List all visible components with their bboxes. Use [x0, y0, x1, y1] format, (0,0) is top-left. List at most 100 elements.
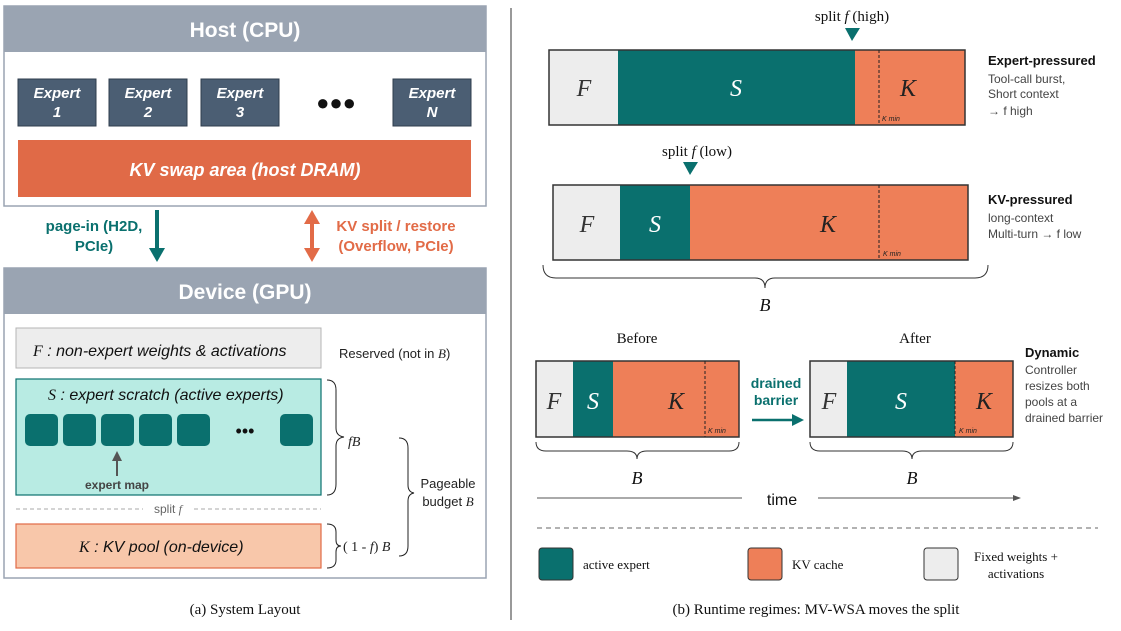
page-in-label-line1: page-in (H2D,: [46, 218, 143, 235]
fb-brace: [326, 379, 345, 496]
kv-split-arrow: KV split / restore (Overflow, PCIe): [304, 210, 456, 262]
legend-swatch-active-expert: [538, 547, 574, 581]
split-high-label: split f (high): [815, 9, 889, 25]
slot-ellipsis: •••: [236, 421, 255, 441]
caption-a: (a) System Layout: [190, 602, 302, 618]
dynamic-line: resizes both: [1025, 379, 1090, 393]
pageable-brace: [398, 437, 415, 557]
expert-slots: •••: [25, 414, 313, 446]
f-region: [15, 327, 322, 369]
expert-pressured-line: Tool-call burst,: [988, 72, 1065, 86]
bar2-k-label: K: [819, 212, 838, 238]
expert-number: 1: [53, 104, 61, 121]
expert-slot: [280, 414, 313, 446]
expert-number: N: [427, 104, 439, 121]
drained-arrow-head: [792, 414, 804, 426]
time-arrow-head: [1013, 495, 1021, 501]
legend-swatch-kv-cache: [747, 547, 783, 581]
after-f-label: F: [821, 389, 837, 415]
legend-label-fixed-line1: Fixed weights +: [974, 549, 1058, 564]
after-b-label: B: [907, 468, 918, 488]
split-f-label: split f: [154, 502, 184, 516]
dynamic-note: Dynamic Controller resizes both pools at…: [1025, 345, 1103, 425]
split-high-marker: [845, 28, 860, 41]
expert-pressured-line: Short context: [988, 87, 1059, 101]
bar1-k-label: K: [899, 76, 918, 102]
kv-pressured-line: Multi-turn → f low: [988, 227, 1082, 241]
expert-slot: [139, 414, 172, 446]
before-s-label: S: [587, 389, 599, 415]
before-kmin-label: K min: [708, 428, 726, 435]
kv-pressured-note: KV-pressured long-context Multi-turn → f…: [988, 192, 1082, 241]
after-s-segment: [847, 361, 955, 437]
expert-name: Expert: [34, 85, 82, 102]
after-k-label: K: [975, 389, 994, 415]
expert-pressured-line: → f high: [988, 104, 1033, 118]
before-b-brace: [535, 441, 740, 460]
kv-split-label-line2: (Overflow, PCIe): [338, 238, 453, 255]
bar1-k-segment: [855, 50, 965, 125]
bar1-s-segment: [618, 50, 855, 125]
bar1-kmin-label: K min: [882, 116, 900, 123]
fb-label: fB: [348, 435, 361, 450]
after-kmin-label: K min: [959, 428, 977, 435]
after-k-segment: [955, 361, 1013, 437]
f-label: F : non-expert weights & activations: [32, 343, 286, 360]
before-f-label: F: [546, 389, 562, 415]
dynamic-line: Controller: [1025, 363, 1077, 377]
bar-before: F S K K min: [535, 360, 740, 438]
kv-brace: [326, 523, 342, 569]
expert-number: 3: [236, 104, 245, 121]
bar2-f-label: F: [579, 212, 595, 238]
legend-label-fixed-line2: activations: [988, 566, 1044, 581]
expert-slot: [177, 414, 210, 446]
host-panel: Host (CPU) Expert 1 Expert 2 Expert 3 ●●…: [3, 5, 487, 207]
bar2-f-segment: [553, 185, 620, 260]
after-label: After: [899, 331, 931, 347]
time-label: time: [767, 492, 797, 509]
page-in-label-line2: PCIe): [75, 238, 113, 255]
expert-slot: [101, 414, 134, 446]
split-low-marker: [683, 162, 698, 175]
one-minus-f-label: ( 1 - f) B: [343, 540, 391, 555]
before-k-segment: [613, 361, 739, 437]
expert-pressured-title: Expert-pressured: [988, 53, 1096, 68]
bar-expert-pressured: F S K K min: [548, 49, 966, 126]
device-panel: Device (GPU) F : non-expert weights & ac…: [3, 267, 487, 579]
expert-name: Expert: [409, 85, 457, 102]
legend-swatch-fixed: [923, 547, 959, 581]
kv-pressured-title: KV-pressured: [988, 192, 1073, 207]
pageable-label: Pageable: [421, 476, 476, 491]
after-s-label: S: [895, 389, 907, 415]
bar1-f-segment: [549, 50, 618, 125]
bar2-kmin-label: K min: [883, 251, 901, 258]
expert-map-label: expert map: [85, 478, 149, 492]
bar-kv-pressured: F S K K min: [552, 184, 969, 261]
legend: active expert KV cache Fixed weights + a…: [538, 547, 1058, 581]
dynamic-line: drained barrier: [1025, 411, 1103, 425]
k-label: K : KV pool (on-device): [78, 539, 244, 556]
bar-after: F S K K min: [809, 360, 1014, 438]
legend-label-kv-cache: KV cache: [792, 557, 844, 572]
after-b-brace: [809, 441, 1014, 460]
before-b-label: B: [632, 468, 643, 488]
expert-ellipsis: ●●●: [316, 90, 356, 115]
drained-label-line2: barrier: [754, 392, 799, 408]
expert-pressured-note: Expert-pressured Tool-call burst, Short …: [988, 53, 1096, 118]
s-label: S : expert scratch (active experts): [48, 387, 284, 404]
dynamic-title: Dynamic: [1025, 345, 1079, 360]
before-f-segment: [536, 361, 573, 437]
expert-box-2: Expert 2: [108, 78, 188, 127]
host-title: Host (CPU): [190, 19, 301, 42]
kv-swap-label: KV swap area (host DRAM): [129, 160, 360, 180]
expert-slot: [63, 414, 96, 446]
expert-number: 2: [143, 104, 153, 121]
b-brace-large: [542, 264, 989, 289]
device-title: Device (GPU): [178, 281, 311, 304]
kv-split-label-line1: KV split / restore: [336, 218, 455, 235]
budget-label: budget B: [422, 494, 473, 509]
page-in-arrow: page-in (H2D, PCIe): [46, 210, 165, 262]
expert-slot: [25, 414, 58, 446]
expert-box-1: Expert 1: [17, 78, 97, 127]
bar2-s-label: S: [649, 212, 661, 238]
